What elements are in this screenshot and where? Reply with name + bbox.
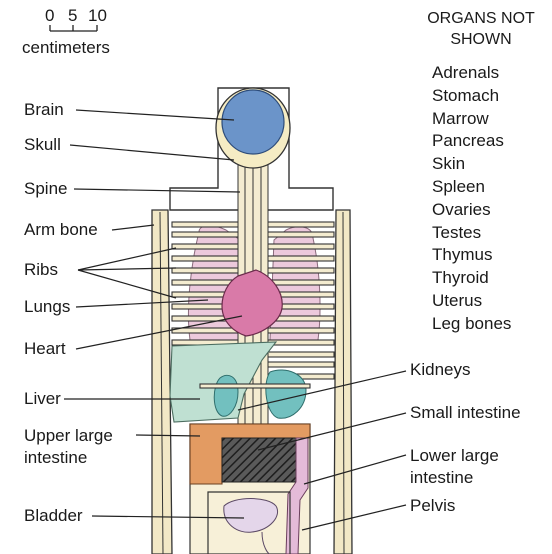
label-lower-large-intestine-1: Lower large	[410, 445, 499, 466]
label-skull: Skull	[24, 135, 61, 155]
list-item: Marrow	[432, 108, 511, 131]
label-pelvis: Pelvis	[410, 496, 455, 516]
organs-not-shown-title: ORGANS NOT SHOWN	[408, 8, 552, 50]
organs-not-shown-title-line2: SHOWN	[408, 29, 552, 50]
list-item: Thyroid	[432, 267, 511, 290]
small-intestine	[222, 438, 302, 482]
label-bladder: Bladder	[24, 506, 83, 526]
label-ribs: Ribs	[24, 260, 58, 280]
scale-tick-10: 10	[88, 6, 107, 26]
brain	[222, 90, 284, 154]
label-lower-large-intestine-2: intestine	[410, 467, 473, 488]
right-kidney	[266, 370, 306, 418]
label-heart: Heart	[24, 339, 66, 359]
list-item: Adrenals	[432, 62, 511, 85]
label-upper-large-intestine-1: Upper large	[24, 425, 113, 446]
label-brain: Brain	[24, 100, 64, 120]
list-item: Thymus	[432, 244, 511, 267]
list-item: Pancreas	[432, 130, 511, 153]
list-item: Skin	[432, 153, 511, 176]
label-lungs: Lungs	[24, 297, 70, 317]
list-item: Leg bones	[432, 313, 511, 336]
label-arm-bone: Arm bone	[24, 220, 98, 240]
label-spine: Spine	[24, 179, 67, 199]
label-small-intestine: Small intestine	[410, 403, 521, 423]
organs-not-shown-list: Adrenals Stomach Marrow Pancreas Skin Sp…	[432, 62, 511, 336]
list-item: Testes	[432, 222, 511, 245]
list-item: Spleen	[432, 176, 511, 199]
label-liver: Liver	[24, 389, 61, 409]
list-item: Stomach	[432, 85, 511, 108]
list-item: Uterus	[432, 290, 511, 313]
organs-not-shown-title-line1: ORGANS NOT	[408, 8, 552, 29]
scale-tick-5: 5	[68, 6, 77, 26]
label-kidneys: Kidneys	[410, 360, 470, 380]
list-item: Ovaries	[432, 199, 511, 222]
scale-unit: centimeters	[22, 38, 110, 58]
scale-tick-0: 0	[45, 6, 54, 26]
label-upper-large-intestine-2: intestine	[24, 447, 87, 468]
